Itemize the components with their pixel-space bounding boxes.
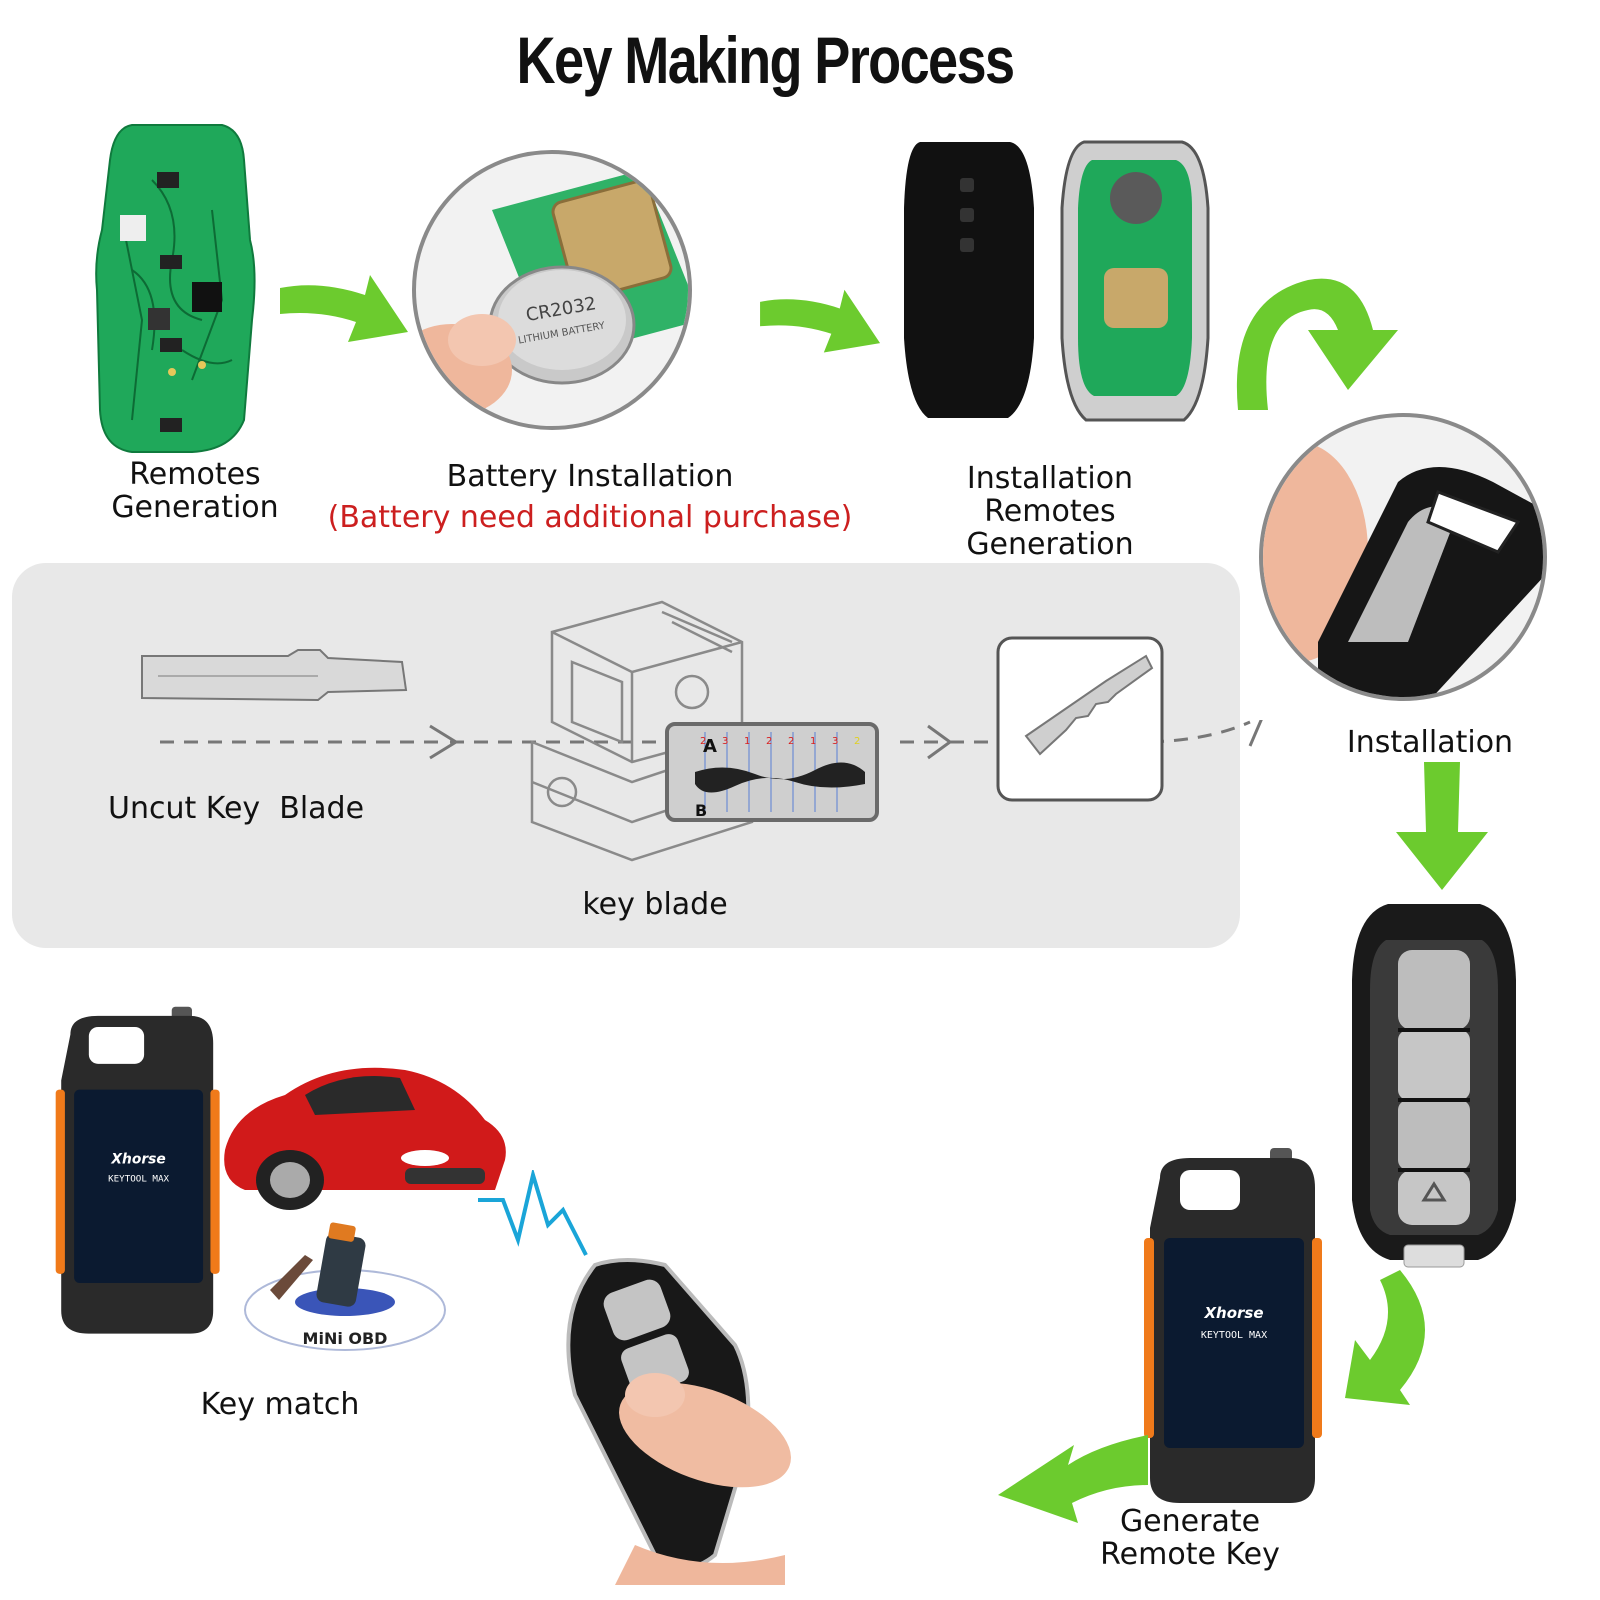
key-blade-label: key blade bbox=[582, 887, 728, 922]
green-arrow-icon bbox=[998, 1435, 1148, 1523]
cut-number: 3 bbox=[832, 736, 838, 747]
uncut-blade-icon bbox=[141, 649, 408, 702]
cut-number: 1 bbox=[810, 736, 816, 747]
step-battery-installation-label: Battery Installation (Battery need addit… bbox=[300, 460, 880, 534]
label-line: Installation Remotes bbox=[966, 461, 1134, 529]
cut-number: 1 bbox=[744, 736, 750, 747]
step-installation-label: Installation bbox=[1346, 725, 1514, 760]
label-line: Battery Installation bbox=[446, 459, 734, 494]
remote-shell-icon bbox=[904, 140, 1210, 422]
label-line: Generation bbox=[966, 527, 1134, 562]
device-model-text: KEYTOOL MAX bbox=[1201, 1330, 1267, 1341]
cut-number: 3 bbox=[722, 736, 728, 747]
green-arrow-icon bbox=[1396, 762, 1488, 890]
green-arrow-icon bbox=[1236, 278, 1398, 410]
uncut-key-blade-label: Uncut Key Blade bbox=[108, 791, 365, 826]
signal-wave-icon bbox=[478, 1170, 588, 1256]
page-title: Key Making Process bbox=[516, 23, 1016, 97]
obd-adapter-icon: MiNi OBD bbox=[244, 1222, 446, 1351]
obd-label-text: MiNi OBD bbox=[303, 1329, 388, 1348]
green-arrow-icon bbox=[760, 289, 881, 353]
label-line: Remotes bbox=[129, 457, 261, 492]
label-line: Generate bbox=[1119, 1504, 1261, 1539]
marker-a: A bbox=[703, 736, 717, 757]
smart-key-icon bbox=[1259, 413, 1547, 701]
red-car-icon bbox=[224, 1067, 506, 1210]
device-brand-text: Xhorse bbox=[1203, 1304, 1263, 1322]
step-key-match-label: Key match bbox=[200, 1387, 360, 1422]
cut-number: 2 bbox=[700, 736, 706, 747]
step-generate-remote-key-label: Generate Remote Key bbox=[1080, 1505, 1300, 1571]
bitting-chart-icon: A B 2 3 1 2 2 1 3 2 bbox=[665, 722, 879, 822]
label-line: Generation bbox=[111, 490, 279, 525]
cut-blade-icon bbox=[996, 636, 1164, 802]
pcb-board-icon bbox=[95, 124, 256, 453]
green-arrow-icon bbox=[1345, 1270, 1425, 1405]
cut-number: 2 bbox=[766, 736, 772, 747]
battery-purchase-note: (Battery need additional purchase) bbox=[327, 500, 853, 535]
step-remotes-generation-label: Remotes Generation bbox=[95, 458, 295, 524]
cut-number: 2 bbox=[788, 736, 794, 747]
cut-number: 2 bbox=[854, 736, 860, 747]
device-brand-text: Xhorse bbox=[110, 1151, 165, 1167]
label-line: Remote Key bbox=[1100, 1537, 1280, 1572]
smart-key-icon bbox=[566, 1258, 791, 1585]
step-installation-remotes-generation-label: Installation Remotes Generation bbox=[900, 462, 1200, 561]
device-model-text: KEYTOOL MAX bbox=[108, 1174, 169, 1185]
smart-key-icon bbox=[1352, 904, 1516, 1268]
keytool-device-icon: Xhorse KEYTOOL MAX bbox=[1144, 1148, 1322, 1503]
keytool-device-icon: Xhorse KEYTOOL MAX bbox=[55, 1006, 220, 1334]
green-arrow-icon bbox=[280, 275, 408, 342]
coin-battery-icon: CR2032 LITHIUM BATTERY bbox=[412, 150, 692, 430]
marker-b: B bbox=[695, 801, 707, 820]
